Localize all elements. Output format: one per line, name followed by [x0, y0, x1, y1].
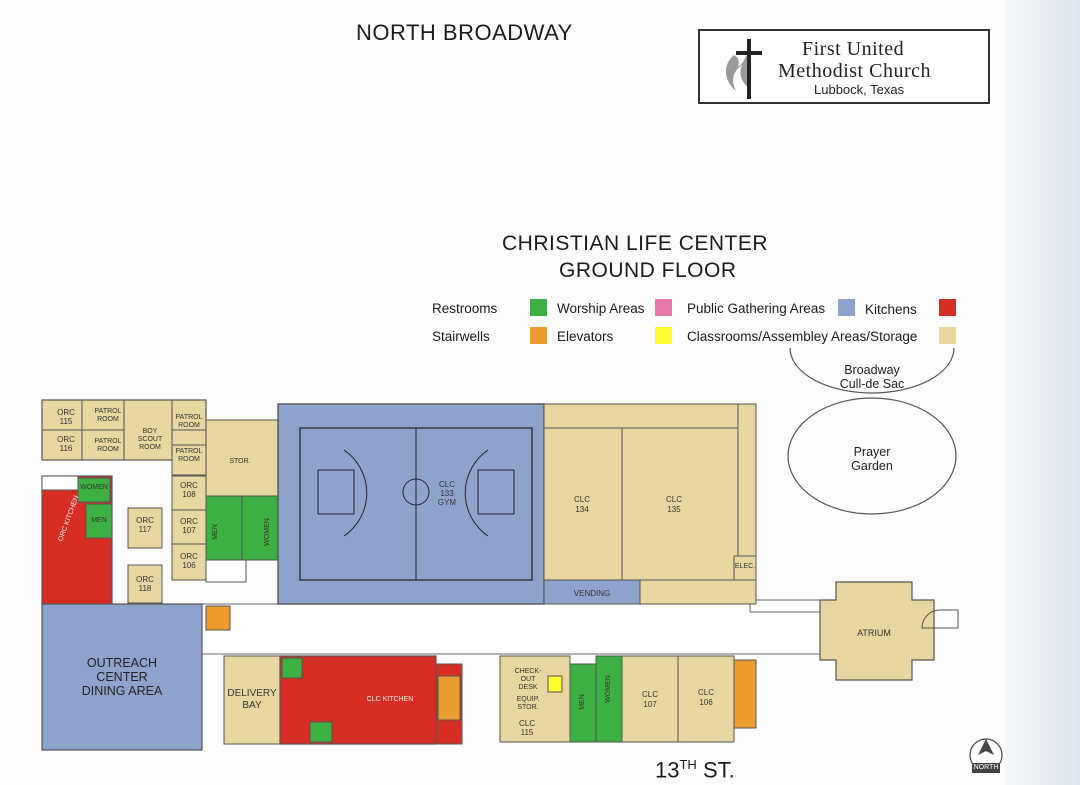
room-label-checkout-desk: CHECK-OUT DESK	[514, 668, 542, 691]
logo-line-3: Lubbock, Texas	[814, 82, 905, 97]
legend-swatch-elevators	[655, 327, 672, 344]
clc-kitchen-room	[279, 655, 437, 745]
clc-115-block	[499, 655, 571, 743]
room-label-patrol-4: PATROL ROOM	[175, 448, 203, 463]
legend-label-stairwells: Stairwells	[432, 329, 490, 344]
room-label-vending: VENDING	[573, 589, 611, 598]
clc-135-room	[621, 427, 739, 581]
legend-label-worship: Worship Areas	[557, 301, 645, 316]
cross-flame-icon	[725, 39, 762, 99]
clc-107-room	[621, 655, 679, 743]
compass-label: NORTH	[973, 764, 999, 771]
room-label-men-2: MEN	[212, 524, 219, 540]
logo-line-2: Methodist Church	[778, 60, 931, 82]
prayer-garden-outline	[787, 397, 957, 515]
room-label-orc116: ORC 116	[57, 435, 75, 453]
room-label-clc107: CLC 107	[641, 690, 658, 709]
room-label-patrol-1: PATROL ROOM	[94, 408, 122, 423]
room-label-men-3: MEN	[579, 694, 586, 710]
room-label-orc118: ORC 118	[136, 575, 154, 593]
room-label-patrol-2: PATROL ROOM	[94, 438, 122, 453]
room-label-orc117: ORC 117	[136, 516, 154, 534]
room-label-storage: STOR.	[229, 458, 251, 465]
legend-swatch-restrooms	[530, 299, 547, 316]
atrium-room	[819, 581, 935, 681]
clc-134-room	[543, 427, 623, 581]
room-label-patrol-3: PATROL ROOM	[175, 414, 203, 429]
orc-107-room	[171, 509, 207, 545]
map-subtitle: GROUND FLOOR	[559, 259, 737, 282]
legend-label-kitchens: Kitchens	[865, 302, 917, 317]
room-label-men-1: MEN	[91, 517, 107, 524]
legend-swatch-gathering	[838, 299, 855, 316]
church-logo: First United Methodist Church Lubbock, T…	[698, 29, 990, 104]
room-label-clc106: CLC 106	[697, 688, 714, 707]
room-label-clc134: CLC 134	[573, 495, 590, 514]
room-label-orc108: ORC 108	[180, 481, 198, 499]
women-restroom-1	[77, 477, 111, 503]
clc-106-room	[677, 655, 735, 743]
room-label-clc135: CLC 135	[665, 495, 682, 514]
orc-118-room	[127, 564, 163, 604]
room-label-women-1: WOMEN	[80, 484, 108, 491]
legend-label-restrooms: Restrooms	[432, 301, 498, 316]
stairwell-west	[205, 605, 231, 631]
room-label-women-2: WOMEN	[264, 518, 271, 546]
men-restroom-1	[85, 503, 113, 539]
legend-label-elevators: Elevators	[557, 329, 614, 344]
room-label-orc106: ORC 106	[180, 552, 198, 570]
room-label-equip-stor: EQUIP. STOR.	[516, 696, 540, 711]
room-label-women-3: WOMEN	[605, 675, 612, 703]
stairwell-kitchen	[437, 675, 461, 721]
main-corridor	[201, 603, 843, 655]
room-label-gym: CLC 133 GYM	[437, 480, 457, 507]
room-label-orc115: ORC 115	[57, 408, 75, 426]
elevator	[547, 675, 563, 693]
orc-106-room	[171, 543, 207, 581]
scan-edge	[1005, 0, 1080, 785]
room-label-atrium: ATRIUM	[857, 628, 891, 638]
legend-label-gathering: Public Gathering Areas	[687, 301, 826, 316]
delivery-bay	[223, 655, 281, 745]
room-label-delivery-bay: DELIVERY BAY	[227, 688, 277, 711]
room-label-outreach: OUTREACH CENTER DINING AREA	[81, 656, 163, 698]
stairwell-east	[733, 659, 757, 729]
map-title: CHRISTIAN LIFE CENTER	[502, 232, 769, 255]
floor-plan-drawing	[41, 347, 959, 751]
room-label-boy-scout: BOY SCOUT ROOM	[137, 428, 163, 451]
orc-117-room	[127, 507, 163, 549]
outreach-dining-room	[41, 603, 203, 751]
legend-swatch-kitchens	[939, 299, 956, 316]
legend-swatch-worship	[655, 299, 672, 316]
north-arrow-icon: NORTH	[968, 735, 1004, 782]
room-label-orc107: ORC 107	[180, 517, 198, 535]
logo-line-1: First United	[802, 38, 905, 60]
men-restroom-3	[569, 663, 597, 743]
street-label-north: NORTH BROADWAY	[356, 20, 573, 45]
street-label-south: 13TH ST.	[655, 757, 735, 783]
room-label-elec: ELEC.	[734, 563, 756, 570]
orc-108-room	[171, 475, 207, 511]
room-label-clc115: CLC 115	[518, 719, 535, 737]
legend-label-classrooms: Classrooms/Assembley Areas/Storage	[687, 329, 918, 344]
cul-de-sac-outline	[789, 347, 955, 394]
legend-swatch-stairwells	[530, 327, 547, 344]
room-label-clc-kitchen: CLC KITCHEN	[366, 696, 414, 703]
legend-swatch-classrooms	[939, 327, 956, 344]
